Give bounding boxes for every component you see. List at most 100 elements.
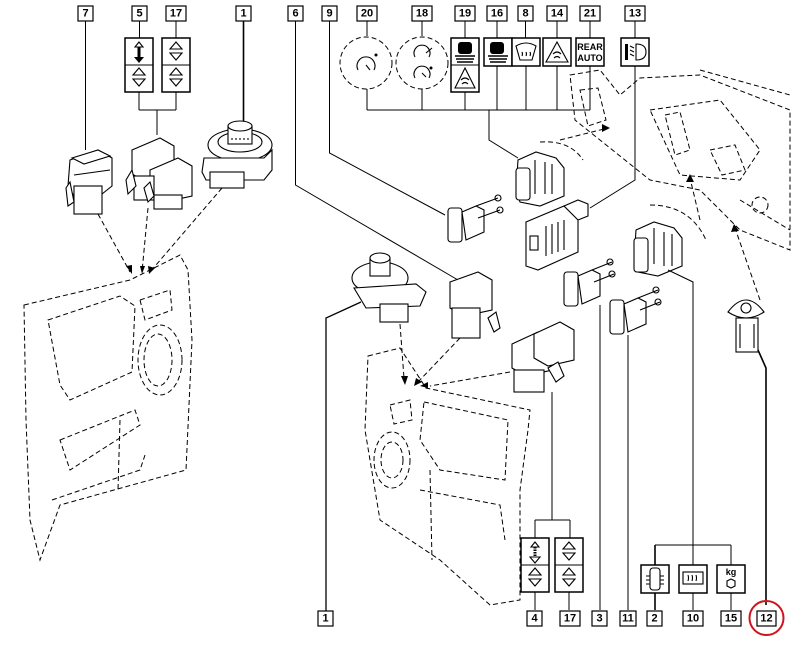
window-child-lock-symbol-bottom — [520, 537, 550, 593]
svg-text:21: 21 — [584, 8, 596, 20]
svg-text:9: 9 — [326, 8, 332, 20]
highlight-circle — [748, 600, 785, 636]
callout-12[interactable]: 12 — [756, 610, 777, 627]
parking-aid-symbol — [483, 37, 513, 67]
load-level-symbol: kg — [716, 564, 746, 594]
callout-13[interactable]: 13 — [624, 5, 646, 22]
esp-warning-symbol — [542, 37, 572, 67]
svg-text:11: 11 — [622, 613, 634, 625]
callout-1-bottom[interactable]: 1 — [317, 610, 334, 627]
svg-text:2: 2 — [651, 613, 657, 625]
svg-text:1: 1 — [322, 613, 328, 625]
windscreen-demist-symbol — [511, 37, 541, 67]
callout-20[interactable]: 20 — [356, 5, 378, 22]
guide-arrow — [734, 227, 761, 301]
svg-text:14: 14 — [551, 8, 564, 20]
double-window-symbol — [161, 37, 191, 93]
callout-6[interactable]: 6 — [287, 5, 304, 22]
part-single-window-switch-7[interactable] — [65, 149, 113, 215]
headlight-height-symbol — [620, 37, 650, 67]
svg-text:19: 19 — [459, 8, 471, 20]
guide-arrow — [149, 187, 223, 273]
guide-arrow — [649, 204, 707, 241]
part-mirror-adjust-switch-top[interactable] — [201, 120, 273, 189]
svg-text:15: 15 — [725, 613, 737, 625]
arrow-head — [731, 224, 739, 232]
double-window-symbol-bottom — [554, 537, 584, 593]
leader-line-6 — [295, 21, 459, 281]
leader-line — [488, 110, 519, 159]
svg-text:18: 18 — [416, 8, 428, 20]
svg-text:5: 5 — [136, 8, 142, 20]
speed-limiter-symbol — [339, 36, 393, 90]
part-central-locking-switch-12[interactable] — [727, 299, 765, 353]
callout-15[interactable]: 15 — [720, 610, 742, 627]
parking-sensor-symbol — [640, 564, 670, 594]
window-child-lock-symbol — [124, 37, 154, 93]
rear-auto-symbol: REAR AUTO — [575, 37, 605, 67]
part-single-window-switch-6[interactable] — [449, 271, 501, 339]
guide-arrow — [539, 141, 584, 161]
svg-text:16: 16 — [491, 8, 503, 20]
svg-text:17: 17 — [170, 8, 182, 20]
guide-arrow — [559, 127, 609, 141]
callout-3[interactable]: 3 — [591, 610, 608, 627]
part-headlight-adjuster-13[interactable] — [525, 199, 589, 271]
svg-text:4: 4 — [531, 613, 538, 625]
callout-2[interactable]: 2 — [646, 610, 663, 627]
leader-line — [589, 66, 636, 209]
guide-arrow — [689, 177, 701, 221]
parking-aid-esp-symbol — [450, 37, 480, 93]
arrow-head — [686, 174, 694, 182]
callout-18[interactable]: 18 — [411, 5, 433, 22]
svg-text:17: 17 — [564, 613, 576, 625]
svg-text:kg: kg — [726, 567, 737, 577]
callout-4[interactable]: 4 — [526, 610, 543, 627]
svg-text:AUTO: AUTO — [577, 53, 602, 63]
svg-text:3: 3 — [596, 613, 602, 625]
callout-11[interactable]: 11 — [619, 610, 637, 627]
callout-7[interactable]: 7 — [77, 5, 94, 22]
leader-line-9 — [329, 21, 446, 216]
part-mirror-adjust-switch-lower[interactable] — [351, 252, 427, 323]
dashboard-outline — [569, 69, 791, 251]
leader-line — [667, 269, 694, 545]
svg-text:10: 10 — [687, 613, 699, 625]
guide-arrow — [97, 213, 131, 273]
part-blanking-switch-11[interactable] — [609, 286, 662, 335]
callout-9[interactable]: 9 — [321, 5, 338, 22]
callout-21[interactable]: 21 — [579, 5, 601, 22]
svg-text:20: 20 — [361, 8, 373, 20]
arrow-head — [602, 124, 610, 132]
part-double-window-switch-lower[interactable] — [511, 321, 575, 393]
leader-line-12 — [757, 349, 767, 605]
svg-text:12: 12 — [760, 613, 772, 625]
leader-line-1-lower — [325, 301, 362, 612]
callout-8[interactable]: 8 — [517, 5, 534, 22]
svg-text:REAR: REAR — [577, 42, 603, 52]
callout-16[interactable]: 16 — [486, 5, 508, 22]
svg-text:7: 7 — [82, 8, 88, 20]
right-door-panel — [364, 347, 531, 606]
svg-text:8: 8 — [522, 8, 528, 20]
part-blanking-switch-3[interactable] — [563, 258, 616, 307]
callout-1-top[interactable]: 1 — [235, 5, 252, 22]
callout-10[interactable]: 10 — [682, 610, 704, 627]
left-door-panel — [23, 254, 193, 562]
guide-arrow — [417, 337, 461, 383]
part-double-window-switch[interactable] — [125, 137, 193, 210]
callout-14[interactable]: 14 — [546, 5, 568, 22]
callout-17-top[interactable]: 17 — [165, 5, 187, 22]
part-dashboard-switch-upper[interactable] — [515, 151, 565, 207]
cruise-control-symbol — [395, 36, 449, 90]
callout-19[interactable]: 19 — [454, 5, 476, 22]
svg-text:13: 13 — [629, 8, 641, 20]
part-dashboard-switch-lower[interactable] — [633, 221, 683, 277]
callout-17-bottom[interactable]: 17 — [559, 610, 581, 627]
callout-5[interactable]: 5 — [131, 5, 148, 22]
svg-text:1: 1 — [240, 8, 246, 20]
arrow-heads — [126, 265, 155, 274]
heated-rear-screen-symbol — [678, 564, 708, 594]
part-blanking-switch-9[interactable] — [447, 194, 504, 243]
